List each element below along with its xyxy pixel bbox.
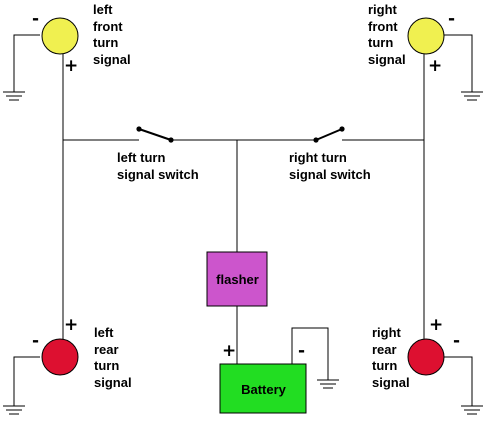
right-turn-signal-switch [313,126,345,143]
label-line: right turn [289,150,347,165]
left-rear-turn-signal-label: left rear turn signal [94,325,132,391]
left-front-ground-wire [13,34,40,92]
label-line: turn [93,35,119,50]
left-rear-positive-sign: + [64,315,79,335]
right-front-turn-signal-label: right front turn signal [368,2,406,68]
left-front-negative-sign: - [32,9,40,29]
label-line: rear [94,341,119,357]
right-rear-ground-wire [444,356,473,406]
left-front-positive-sign: + [64,56,79,76]
flasher-label: flasher [216,272,259,287]
label-line: left [93,2,113,17]
label-line: turn [372,358,398,373]
label-line: right [372,325,401,340]
left-front-lamp [41,17,79,55]
left-rear-ground-wire [13,356,40,406]
label-line: turn [94,358,120,373]
label-line: signal [93,51,131,67]
label-line: left turn [117,150,166,165]
battery-negative-sign: - [298,341,306,361]
label-line: signal switch [289,166,371,182]
left-turn-signal-switch-label: left turn signal switch [117,150,199,183]
right-rear-turn-signal-label: right rear turn signal [372,325,410,391]
label-line: signal [368,51,406,67]
flasher-box [206,251,268,307]
right-turn-signal-switch-label: right turn signal switch [289,150,371,183]
right-front-negative-sign: - [448,9,456,29]
label-line: signal [372,374,410,390]
right-rear-negative-sign: - [453,331,461,351]
label-line: left [94,325,114,340]
left-turn-signal-switch [136,126,174,143]
battery-label: Battery [241,381,286,397]
ground-symbol-right-front [461,91,483,101]
label-line: rear [372,341,397,357]
label-line: front [93,18,123,34]
right-front-ground-wire [444,34,473,92]
ground-symbol-left-front [3,91,25,101]
right-front-lamp [407,17,445,55]
right-front-positive-sign: + [428,56,443,76]
label-line: right [368,2,397,17]
ground-symbol-battery [317,379,339,389]
label-line: turn [368,35,394,50]
left-rear-negative-sign: - [32,331,40,351]
label-line: signal [94,374,132,390]
battery-box [219,363,307,414]
right-rear-lamp [407,338,445,376]
battery-positive-sign: + [222,341,237,361]
ground-symbol-left-rear [3,405,25,415]
label-line: front [368,18,398,34]
label-line: signal switch [117,166,199,182]
left-front-turn-signal-label: left front turn signal [93,2,131,68]
battery-ground-wire [291,327,329,380]
right-rear-positive-sign: + [429,315,444,335]
left-rear-lamp [41,338,79,376]
ground-symbol-right-rear [461,405,483,415]
